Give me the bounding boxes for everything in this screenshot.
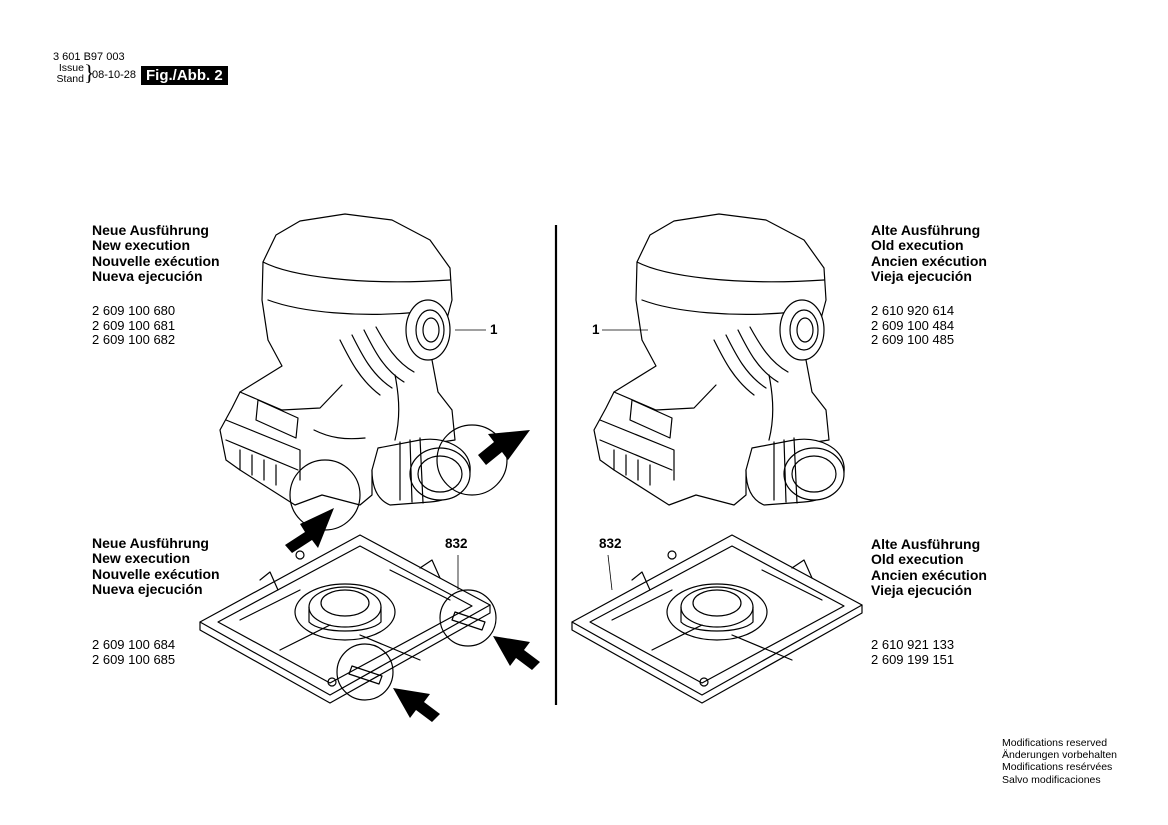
plate-new-ref: 832 xyxy=(445,536,468,551)
part-number: 2 610 921 133 xyxy=(871,637,955,652)
issue-date: 08-10-28 xyxy=(92,69,137,81)
housing-old-part-numbers: 2 610 920 614 2 609 100 484 2 609 100 48… xyxy=(871,303,955,348)
housing-new-heading: Neue Ausführung New execution Nouvelle e… xyxy=(92,222,220,284)
modifications-notice: Modifications reserved Änderungen vorbeh… xyxy=(1002,737,1117,786)
plate-old-ref: 832 xyxy=(599,536,622,551)
heading-line-en: New execution xyxy=(92,550,191,567)
housing-new-ref: 1 xyxy=(490,322,498,337)
arrow-outlet xyxy=(478,430,530,465)
base-plate-new-drawing xyxy=(199,534,497,704)
footer-line: Salvo modificaciones xyxy=(1001,773,1101,786)
part-number: 2 609 100 484 xyxy=(871,317,955,333)
heading-line-de: Neue Ausführung xyxy=(92,222,209,238)
heading-line-fr: Nouvelle exécution xyxy=(92,565,220,582)
part-number: 2 609 100 685 xyxy=(92,651,176,667)
heading-line-es: Nueva ejecución xyxy=(92,267,203,284)
heading-line-es: Vieja ejecución xyxy=(871,267,972,284)
heading-line-en: Old execution xyxy=(871,237,964,254)
stand-label: Stand xyxy=(56,73,84,85)
part-number: 2 610 920 614 xyxy=(871,303,955,318)
arrow-plate-clamp-left xyxy=(393,688,440,722)
issue-label: Issue xyxy=(58,62,84,74)
heading-line-en: Old execution xyxy=(871,551,964,568)
heading-line-de: Neue Ausführung xyxy=(92,535,209,551)
housing-old-heading: Alte Ausführung Old execution Ancien exé… xyxy=(871,222,987,284)
plate-new-heading: Neue Ausführung New execution Nouvelle e… xyxy=(92,535,220,597)
plate-old-heading: Alte Ausführung Old execution Ancien exé… xyxy=(871,536,987,598)
footer-line: Modifications resérvées xyxy=(1001,761,1113,774)
heading-line-de: Alte Ausführung xyxy=(871,536,981,552)
issue-stand-label: Issue Stand xyxy=(52,63,84,85)
heading-line-es: Nueva ejecución xyxy=(92,580,203,597)
heading-line-es: Vieja ejecución xyxy=(871,581,972,598)
housing-new-drawing xyxy=(219,213,508,531)
footer-line: Änderungen vorbehalten xyxy=(1001,749,1117,762)
footer-line: Modifications reserved xyxy=(1001,737,1108,749)
plate-new-part-numbers: 2 609 100 684 2 609 100 685 xyxy=(92,637,176,667)
part-number: 2 609 100 682 xyxy=(92,332,176,347)
part-number: 2 609 100 684 xyxy=(92,637,176,652)
arrow-plate-clamp-right xyxy=(493,636,540,670)
figure-label: Fig./Abb. 2 xyxy=(141,66,228,85)
base-plate-old-drawing xyxy=(571,534,863,704)
header-brace: } xyxy=(84,60,95,85)
part-number: 2 609 199 151 xyxy=(871,651,955,667)
heading-line-de: Alte Ausführung xyxy=(871,222,981,238)
housing-old-drawing xyxy=(593,213,845,506)
housing-old-ref: 1 xyxy=(592,322,600,337)
part-number: 2 609 100 680 xyxy=(92,303,176,318)
heading-line-fr: Ancien exécution xyxy=(871,252,987,269)
heading-line-fr: Nouvelle exécution xyxy=(92,252,220,269)
part-number: 2 609 100 485 xyxy=(871,332,955,347)
part-number: 2 609 100 681 xyxy=(92,317,176,333)
plate-old-part-numbers: 2 610 921 133 2 609 199 151 xyxy=(871,637,955,667)
arrow-housing-foot xyxy=(285,508,334,553)
heading-line-fr: Ancien exécution xyxy=(871,566,987,583)
housing-new-part-numbers: 2 609 100 680 2 609 100 681 2 609 100 68… xyxy=(92,303,176,348)
heading-line-en: New execution xyxy=(92,237,191,254)
document-number: 3 601 B97 003 xyxy=(53,51,125,63)
